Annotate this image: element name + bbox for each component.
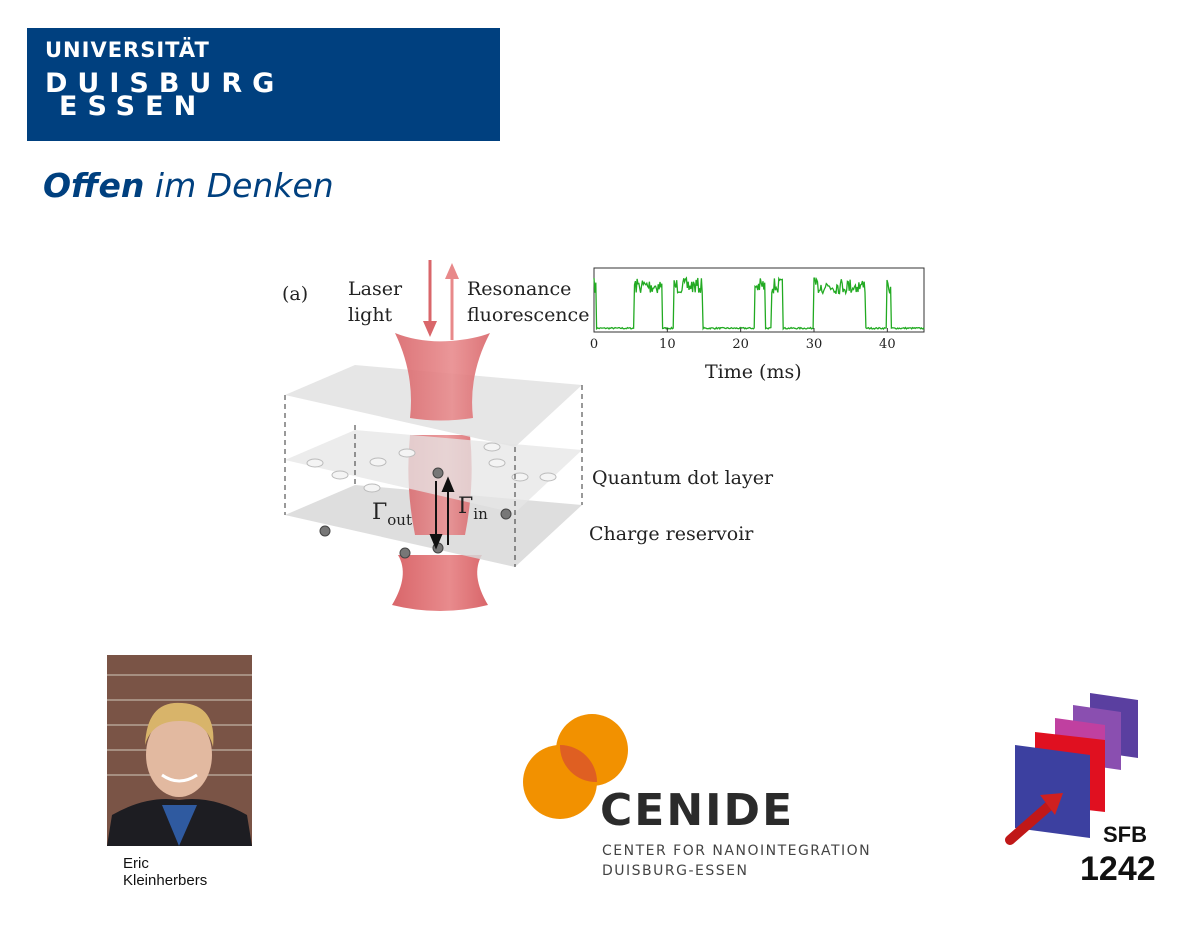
sfb-logo: SFB 1242: [1005, 693, 1156, 888]
plot-frame: [593, 267, 925, 333]
telegraph-signal-plot: 0 10 20 30 40 Time (ms): [590, 267, 925, 383]
inset-xlabel: Time (ms): [705, 361, 802, 383]
x-tick-label: 10: [659, 337, 676, 352]
logo-line-2: DUISBURG: [45, 68, 285, 99]
laser-label-2: light: [348, 304, 393, 326]
person-photo: [107, 655, 252, 846]
laser-beam-top: [395, 333, 490, 421]
cenide-sub-1: CENTER FOR NANOINTEGRATION: [602, 843, 871, 859]
panel-label: (a): [282, 283, 308, 305]
reservoir-label: Charge reservoir: [589, 523, 754, 545]
caption-last-name: Kleinherbers: [123, 872, 208, 889]
university-logo: UNIVERSITÄT DUISBURG ESSEN: [27, 28, 500, 141]
quantum-dot-diagram: (a) Laser light Resonance fluorescence Γ…: [282, 260, 925, 611]
laser-beam-bottom: [392, 555, 488, 611]
gamma-in-label: Γin: [458, 494, 488, 523]
laser-label-1: Laser: [348, 278, 403, 300]
fluor-label-1: Resonance: [467, 278, 571, 300]
laser-arrows: [423, 260, 459, 340]
caption-first-name: Eric: [123, 855, 149, 872]
x-tick-label: 30: [806, 337, 823, 352]
gamma-out-label: Γout: [372, 500, 412, 529]
x-tick-label: 40: [879, 337, 896, 352]
fluorescence-trace: [593, 276, 925, 331]
fluor-label-2: fluorescence: [467, 304, 589, 326]
sfb-label: SFB: [1103, 822, 1147, 847]
quantum-dots: [306, 442, 557, 493]
box-edges: [284, 385, 583, 567]
x-tick-label: 0: [590, 337, 598, 352]
person-caption: Eric Kleinherbers: [123, 855, 207, 889]
tunneling-arrows: [429, 476, 455, 550]
logo-line-1: UNIVERSITÄT: [45, 38, 210, 62]
cenide-sub-2: DUISBURG-ESSEN: [602, 863, 748, 879]
logo-line-3: ESSEN: [59, 91, 207, 122]
tagline: Offen im Denken: [43, 166, 334, 205]
cenide-logo: CENIDE CENTER FOR NANOINTEGRATION DUISBU…: [523, 714, 871, 879]
qd-layer-label: Quantum dot layer: [592, 467, 774, 489]
cenide-name: CENIDE: [600, 785, 794, 836]
tagline-bold: Offen: [43, 166, 145, 205]
x-tick-label: 20: [732, 337, 749, 352]
sfb-number: 1242: [1080, 850, 1156, 888]
tagline-rest: im Denken: [144, 166, 334, 205]
